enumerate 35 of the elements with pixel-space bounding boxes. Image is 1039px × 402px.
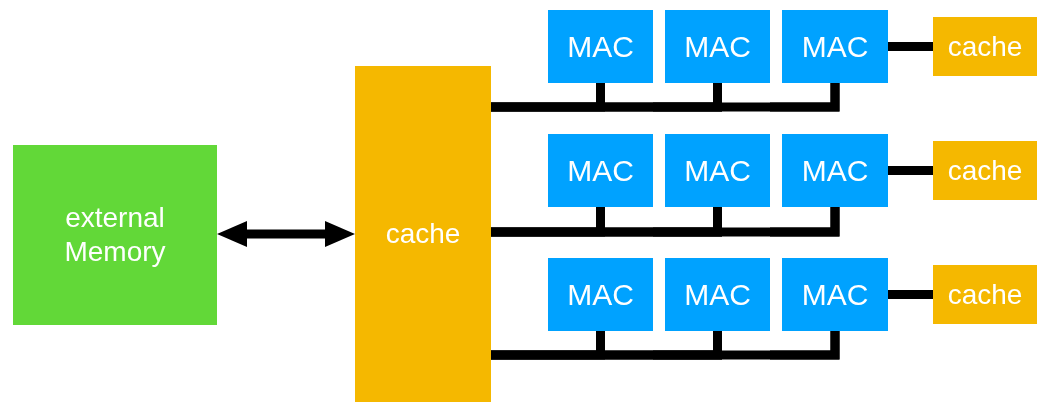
node-label: MAC [801, 152, 869, 189]
node-label: MAC [567, 276, 634, 313]
node-label: external Memory [63, 201, 167, 269]
node-label: MAC [801, 276, 869, 313]
mac-unit-box [782, 134, 888, 207]
cache-box [933, 141, 1037, 200]
node-label: cache [947, 29, 1023, 64]
mac-unit-box [782, 10, 888, 83]
mac-unit-box [548, 258, 653, 331]
mac-unit-box [665, 134, 770, 207]
cache-box [933, 265, 1037, 324]
connector-line [888, 42, 933, 51]
mac-unit-box [782, 258, 888, 331]
double-arrow [217, 221, 355, 247]
memory-box [13, 145, 217, 325]
cache-box [933, 17, 1037, 76]
node-label: cache [385, 217, 461, 251]
node-label: MAC [684, 276, 751, 313]
connector-line [491, 83, 840, 112]
node-label: MAC [567, 28, 634, 65]
node-label: MAC [801, 28, 869, 65]
mac-unit-box [665, 258, 770, 331]
mac-unit-box [548, 134, 653, 207]
node-label: cache [947, 277, 1023, 312]
mac-unit-box [665, 10, 770, 83]
connector-line [491, 207, 840, 237]
node-label: MAC [684, 28, 751, 65]
node-label: cache [947, 153, 1023, 188]
node-label: MAC [684, 152, 751, 189]
cache-box [355, 66, 491, 402]
connector-line [888, 290, 933, 299]
node-label: MAC [567, 152, 634, 189]
connector-line [888, 166, 933, 175]
connector-line [491, 331, 840, 360]
mac-unit-box [548, 10, 653, 83]
